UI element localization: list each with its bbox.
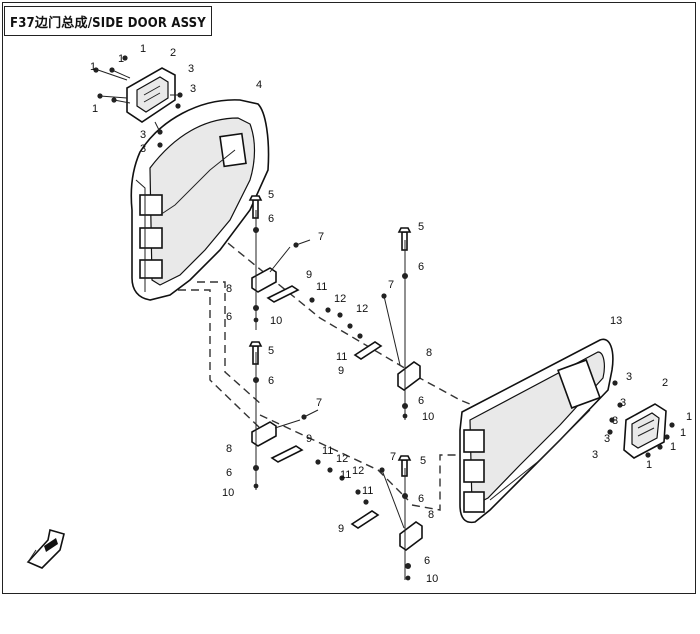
callout-8: 8 [226,283,232,295]
callout-10: 10 [270,315,282,327]
callout-6: 6 [226,467,232,479]
callout-1: 1 [686,411,692,423]
callout-8: 8 [226,443,232,455]
callout-5: 5 [268,345,274,357]
assembly-guide-lines [178,234,486,511]
callout-1: 1 [670,441,676,453]
callout-11: 11 [316,281,327,293]
callout-3: 3 [140,143,146,155]
callout-6: 6 [418,493,424,505]
callout-1: 1 [680,427,686,439]
callout-12: 12 [352,465,364,477]
left-door-panel [130,99,270,301]
callout-5: 5 [418,221,424,233]
callout-5: 5 [268,189,274,201]
callout-3: 3 [612,415,618,427]
callout-9: 9 [338,523,344,535]
callout-9: 9 [306,433,312,445]
callout-6: 6 [418,261,424,273]
callout-3: 3 [188,63,194,75]
left-latch-screws [93,55,183,148]
front-direction-arrow-icon [26,528,65,569]
callout-6: 6 [268,213,274,225]
callout-1: 1 [92,103,98,115]
callout-7: 7 [388,279,394,291]
callout-2: 2 [170,47,176,59]
callout-10: 10 [422,411,434,423]
callout-3: 3 [620,397,626,409]
left-latch [126,67,176,123]
callout-10: 10 [426,573,438,585]
callout-5: 5 [420,455,426,467]
callout-8: 8 [428,509,434,521]
right-door-panel [459,338,614,524]
callout-labels: 1 1 1 1 2 3 3 3 3 4 5 6 7 8 9 11 12 6 10… [90,43,692,585]
callout-12: 12 [356,303,368,315]
callout-6: 6 [268,375,274,387]
hinge-stack-lower-right [350,455,423,581]
callout-4: 4 [256,79,262,91]
callout-2: 2 [662,377,668,389]
callout-11: 11 [336,351,347,363]
hinge-stack-upper-left [248,195,343,330]
diagram-title: F37边门总成/SIDE DOOR ASSY [10,15,206,31]
callout-7: 7 [316,397,322,409]
callout-7: 7 [390,451,396,463]
callout-9: 9 [338,365,344,377]
callout-6: 6 [226,311,232,323]
callout-11: 11 [322,445,333,457]
callout-1: 1 [646,459,652,471]
callout-3: 3 [604,433,610,445]
callout-11: 11 [340,469,351,481]
callout-9: 9 [306,269,312,281]
callout-3: 3 [592,449,598,461]
callout-11: 11 [362,485,373,497]
callout-12: 12 [334,293,346,305]
right-latch [607,380,675,459]
callout-1: 1 [140,43,146,55]
callout-6: 6 [424,555,430,567]
drawing-frame [2,2,696,594]
callout-3: 3 [626,371,632,383]
callout-1: 1 [90,61,96,73]
hinge-stack-upper-right [347,227,421,420]
callout-13: 13 [610,315,622,327]
hinge-stack-lower-left [248,341,345,490]
callout-3: 3 [140,129,146,141]
callout-10: 10 [222,487,234,499]
callout-12: 12 [336,453,348,465]
callout-1: 1 [118,53,124,65]
callout-6: 6 [418,395,424,407]
title-box: F37边门总成/SIDE DOOR ASSY [4,6,212,36]
callout-8: 8 [426,347,432,359]
callout-7: 7 [318,231,324,243]
callout-3: 3 [190,83,196,95]
